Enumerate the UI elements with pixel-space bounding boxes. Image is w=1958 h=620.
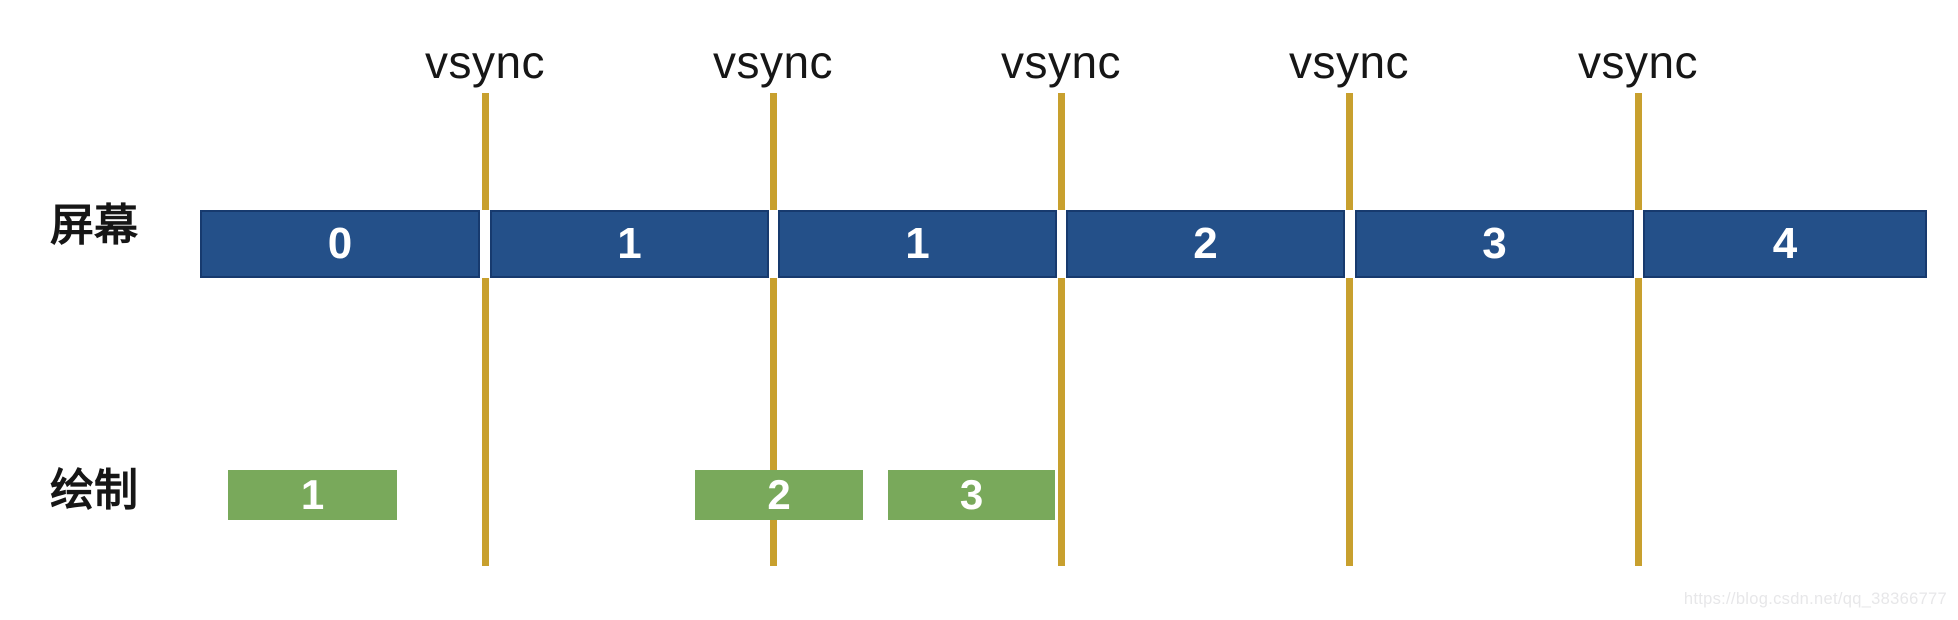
- screen-frame-segment: 0: [200, 210, 480, 278]
- screen-frame-segment: 1: [490, 210, 769, 278]
- draw-row-label: 绘制: [50, 466, 138, 515]
- screen-frame-segment: 2: [1066, 210, 1345, 278]
- vsync-line: [1058, 93, 1065, 566]
- screen-frame-segment: 1: [778, 210, 1057, 278]
- screen-frame-segment: 3: [1355, 210, 1634, 278]
- draw-task-bar: 1: [228, 470, 397, 520]
- draw-task-bar: 2: [695, 470, 863, 520]
- screen-row-label: 屏幕: [50, 201, 138, 250]
- vsync-label: vsync: [1577, 36, 1699, 88]
- vsync-label: vsync: [424, 36, 546, 88]
- vsync-line: [1346, 93, 1353, 566]
- vsync-label: vsync: [712, 36, 834, 88]
- vsync-line: [482, 93, 489, 566]
- vsync-label: vsync: [1288, 36, 1410, 88]
- screen-frame-bar: 0 1 1 2 3 4: [200, 210, 1927, 278]
- vsync-line: [770, 93, 777, 566]
- watermark: https://blog.csdn.net/qq_38366777: [1683, 590, 1947, 608]
- draw-task-bar: 3: [888, 470, 1055, 520]
- vsync-line: [1635, 93, 1642, 566]
- screen-frame-segment: 4: [1643, 210, 1927, 278]
- vsync-label: vsync: [1000, 36, 1122, 88]
